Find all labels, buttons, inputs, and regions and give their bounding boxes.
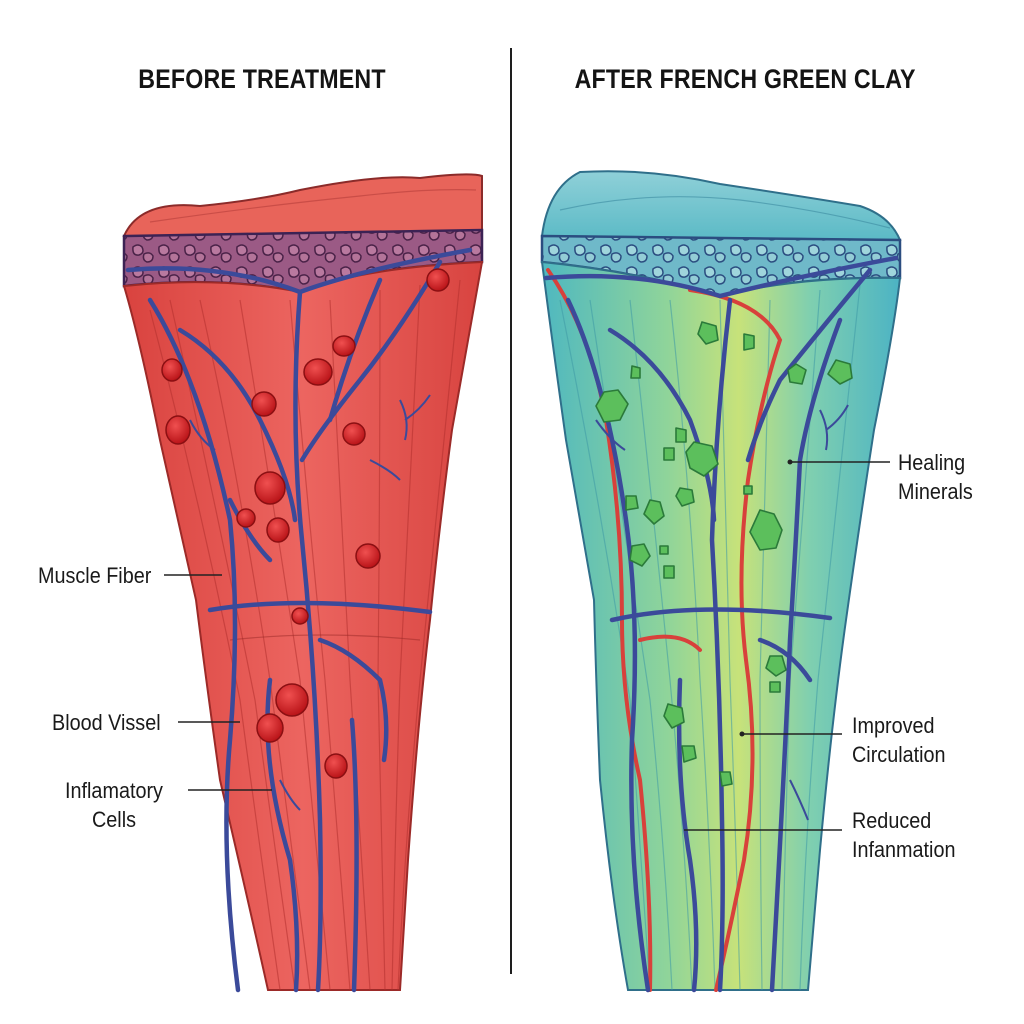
mineral-crystal xyxy=(625,495,639,511)
mineral-crystal xyxy=(663,703,685,729)
mineral-crystal xyxy=(765,655,787,677)
label-improved-circulation: Improved Circulation xyxy=(852,711,946,769)
inflammatory-cell xyxy=(236,508,256,528)
after-muscle-group xyxy=(540,170,902,993)
inflammatory-cell xyxy=(254,471,286,505)
after-vein-1 xyxy=(543,255,899,299)
inflammatory-cell xyxy=(332,335,356,357)
label-blood-vessel: Blood Vissel xyxy=(52,710,161,735)
label-healing-line1: Healing xyxy=(898,450,966,475)
after-vein-8 xyxy=(676,677,699,993)
after-vein-6 xyxy=(609,607,833,623)
artery-3 xyxy=(638,634,702,652)
before-vein-9 xyxy=(349,717,359,993)
inflammatory-cell xyxy=(165,415,191,445)
artery-2 xyxy=(688,288,783,992)
mineral-crystal xyxy=(743,485,753,495)
mineral-crystal xyxy=(675,487,695,507)
inflammatory-cell xyxy=(303,358,333,386)
mineral-crystal xyxy=(663,565,675,579)
inflammatory-cell xyxy=(161,358,183,382)
mineral-crystal xyxy=(675,427,687,443)
inflammatory-cell xyxy=(426,268,450,292)
label-inflammatory-cells: Inflamatory Cells xyxy=(55,776,174,834)
before-vein-2 xyxy=(147,297,241,993)
label-circulation-line1: Improved xyxy=(852,713,935,738)
inflammatory-cell xyxy=(251,391,277,417)
inflammatory-cell xyxy=(324,753,348,779)
inflammatory-cell xyxy=(291,607,309,625)
label-reduced-inflammation: Reduced Infanmation xyxy=(852,806,955,864)
after-vein-2 xyxy=(565,297,651,993)
mineral-crystal xyxy=(743,333,755,351)
before-vein-6 xyxy=(177,327,298,523)
mineral-crystal xyxy=(630,365,641,379)
after-vein-9 xyxy=(757,637,813,683)
before-muscle-group xyxy=(122,173,484,993)
mineral-crystal xyxy=(681,745,697,763)
label-muscle-fiber: Muscle Fiber xyxy=(38,563,152,588)
label-inflammatory-line2: Cells xyxy=(91,807,137,832)
before-treatment-title: BEFORE TREATMENT xyxy=(138,64,386,94)
after-vein-7 xyxy=(769,317,843,993)
mineral-crystal xyxy=(659,545,669,555)
label-healing-line2: Minerals xyxy=(898,479,973,504)
before-vein-7 xyxy=(207,600,433,615)
mineral-crystal xyxy=(643,499,665,525)
mineral-crystal xyxy=(697,321,719,345)
panel-divider xyxy=(510,48,512,974)
inflammatory-cell xyxy=(355,543,381,569)
mineral-crystal xyxy=(629,543,651,567)
mineral-crystal xyxy=(595,389,629,423)
label-reduced-line1: Reduced xyxy=(852,808,932,833)
after-vein-3 xyxy=(709,297,733,993)
after-clay-title: AFTER FRENCH GREEN CLAY xyxy=(574,64,916,94)
mineral-crystal xyxy=(663,447,675,461)
before-vein-4 xyxy=(299,259,443,463)
inflammatory-cell xyxy=(256,713,284,743)
before-vein-3 xyxy=(293,289,323,993)
inflammatory-cells xyxy=(161,268,450,779)
mineral-crystal xyxy=(719,771,733,787)
before-muscle-body xyxy=(122,260,484,991)
label-circulation-line2: Circulation xyxy=(852,742,946,767)
label-inflammatory-line1: Inflamatory xyxy=(65,778,163,803)
mineral-crystal xyxy=(787,363,807,385)
label-reduced-line2: Infanmation xyxy=(852,837,956,862)
after-vein-4 xyxy=(745,267,873,463)
after-skin-layer xyxy=(540,170,902,242)
healing-minerals xyxy=(595,321,853,787)
mineral-crystal xyxy=(769,681,781,693)
mineral-crystal xyxy=(685,441,719,477)
before-vein-11 xyxy=(317,637,389,763)
mineral-crystal xyxy=(749,509,783,551)
before-vein-10 xyxy=(227,497,273,563)
before-skin-layer xyxy=(122,173,483,237)
label-healing-minerals: Healing Minerals xyxy=(898,448,973,506)
inflammatory-cell xyxy=(342,422,366,446)
after-vein-5 xyxy=(607,327,717,523)
mineral-crystal xyxy=(827,359,853,385)
inflammatory-cell xyxy=(266,517,290,543)
inflammatory-cell xyxy=(275,683,309,717)
